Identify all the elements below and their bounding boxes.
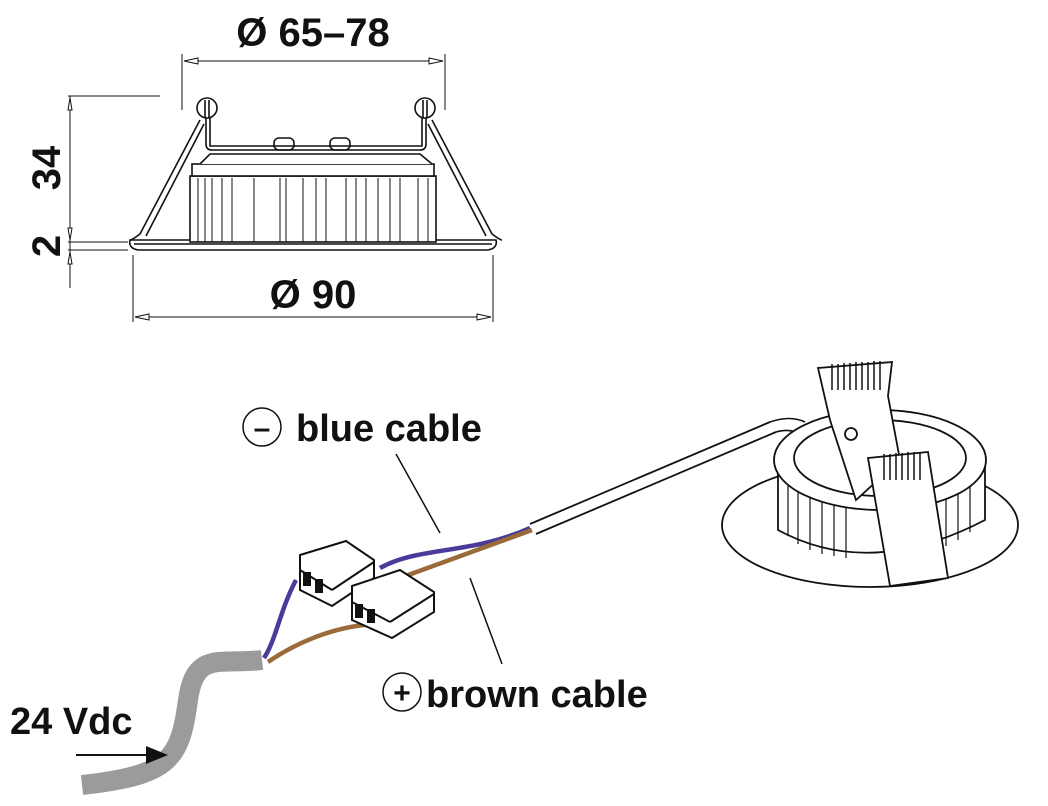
heatsink-body (189, 175, 437, 243)
dimension-height (67, 95, 160, 288)
negative-symbol-circle (242, 407, 282, 447)
height-label: 34 (25, 145, 69, 190)
output-brown-wire (399, 527, 533, 581)
brown-cable-label: brown cable (426, 674, 648, 716)
lamp-perspective (721, 361, 1019, 588)
brown-leader-line (469, 577, 503, 665)
side-view (67, 54, 503, 322)
input-brown-wire (266, 621, 379, 664)
positive-symbol-circle (382, 672, 422, 712)
wago-connector-positive (351, 568, 435, 640)
input-arrow-icon (76, 746, 168, 764)
output-blue-wire (378, 525, 531, 570)
input-cable (80, 650, 264, 795)
blue-leader-line (395, 453, 441, 534)
dimension-bottom-width (132, 255, 494, 322)
negative-symbol: – (254, 412, 271, 445)
blue-cable-label: blue cable (296, 408, 482, 450)
lamp-cable (529, 421, 777, 535)
positive-symbol: + (393, 677, 411, 710)
bottom-width-label: Ø 90 (270, 273, 357, 317)
dimension-top-width (181, 54, 446, 110)
top-width-label: Ø 65–78 (236, 11, 389, 55)
input-blue-wire (262, 578, 298, 660)
input-voltage-label: 24 Vdc (10, 701, 133, 743)
flange-label: 2 (25, 235, 69, 257)
